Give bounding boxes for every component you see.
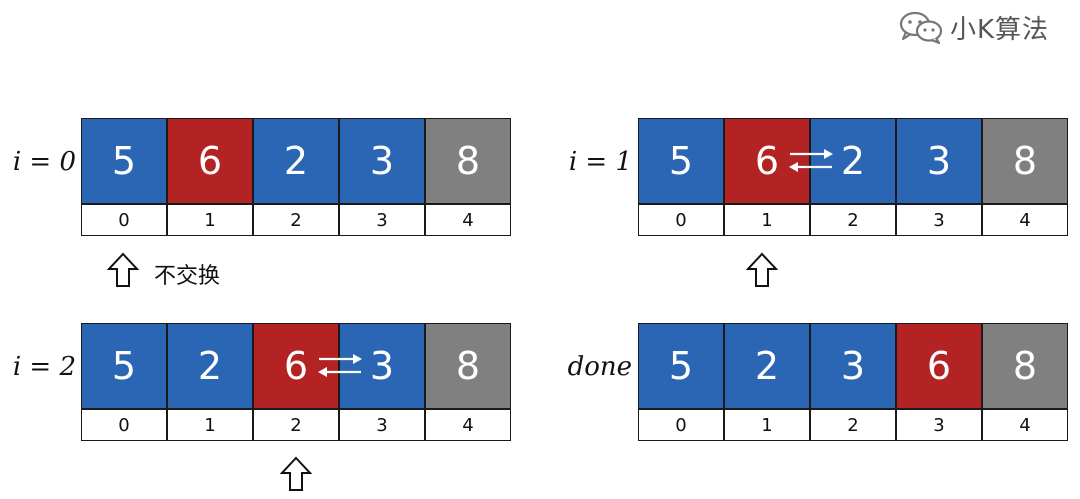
index-cell: 3 <box>896 409 982 441</box>
array-cell: 5 <box>81 118 167 204</box>
index-cell: 0 <box>81 204 167 236</box>
up-arrow-icon <box>745 252 779 292</box>
watermark: 小K算法 <box>898 10 1050 45</box>
panel-label: i = 1 <box>568 147 632 177</box>
swap-arrows-icon <box>317 351 363 385</box>
array-cell: 2 <box>167 323 253 409</box>
index-cell: 1 <box>167 409 253 441</box>
array-cell: 6 <box>253 323 339 409</box>
array-cell: 2 <box>810 118 896 204</box>
index-cell: 0 <box>638 409 724 441</box>
index-cell: 3 <box>339 204 425 236</box>
array-cell: 3 <box>339 323 425 409</box>
array-cell: 3 <box>896 118 982 204</box>
index-cell: 2 <box>253 409 339 441</box>
array-cell: 6 <box>724 118 810 204</box>
watermark-text: 小K算法 <box>950 14 1050 45</box>
array-cell: 6 <box>896 323 982 409</box>
array-cell: 5 <box>638 118 724 204</box>
up-arrow-icon <box>106 252 140 292</box>
panel-label: i = 2 <box>12 352 76 382</box>
index-cell: 2 <box>253 204 339 236</box>
no-swap-note: 不交换 <box>154 264 221 289</box>
index-cell: 0 <box>638 204 724 236</box>
index-cell: 4 <box>425 409 511 441</box>
index-cell: 3 <box>339 409 425 441</box>
array-cell: 3 <box>810 323 896 409</box>
array-cell: 2 <box>724 323 810 409</box>
array-cell: 8 <box>425 323 511 409</box>
index-cell: 1 <box>724 409 810 441</box>
array-cell: 8 <box>982 323 1068 409</box>
array-cell: 8 <box>982 118 1068 204</box>
panel-label: done <box>567 352 632 382</box>
index-cell: 2 <box>810 204 896 236</box>
index-cell: 4 <box>982 409 1068 441</box>
index-cell: 0 <box>81 409 167 441</box>
array-cell: 2 <box>253 118 339 204</box>
array-cell: 3 <box>339 118 425 204</box>
index-cell: 2 <box>810 409 896 441</box>
array-cell: 6 <box>167 118 253 204</box>
index-cell: 1 <box>724 204 810 236</box>
up-arrow-icon <box>279 456 313 496</box>
panel-label: i = 0 <box>12 147 76 177</box>
index-cell: 4 <box>982 204 1068 236</box>
array-cell: 5 <box>638 323 724 409</box>
swap-arrows-icon <box>788 146 834 180</box>
index-cell: 4 <box>425 204 511 236</box>
index-cell: 3 <box>896 204 982 236</box>
index-cell: 1 <box>167 204 253 236</box>
array-cell: 5 <box>81 323 167 409</box>
array-cell: 8 <box>425 118 511 204</box>
wechat-icon <box>899 11 943 44</box>
